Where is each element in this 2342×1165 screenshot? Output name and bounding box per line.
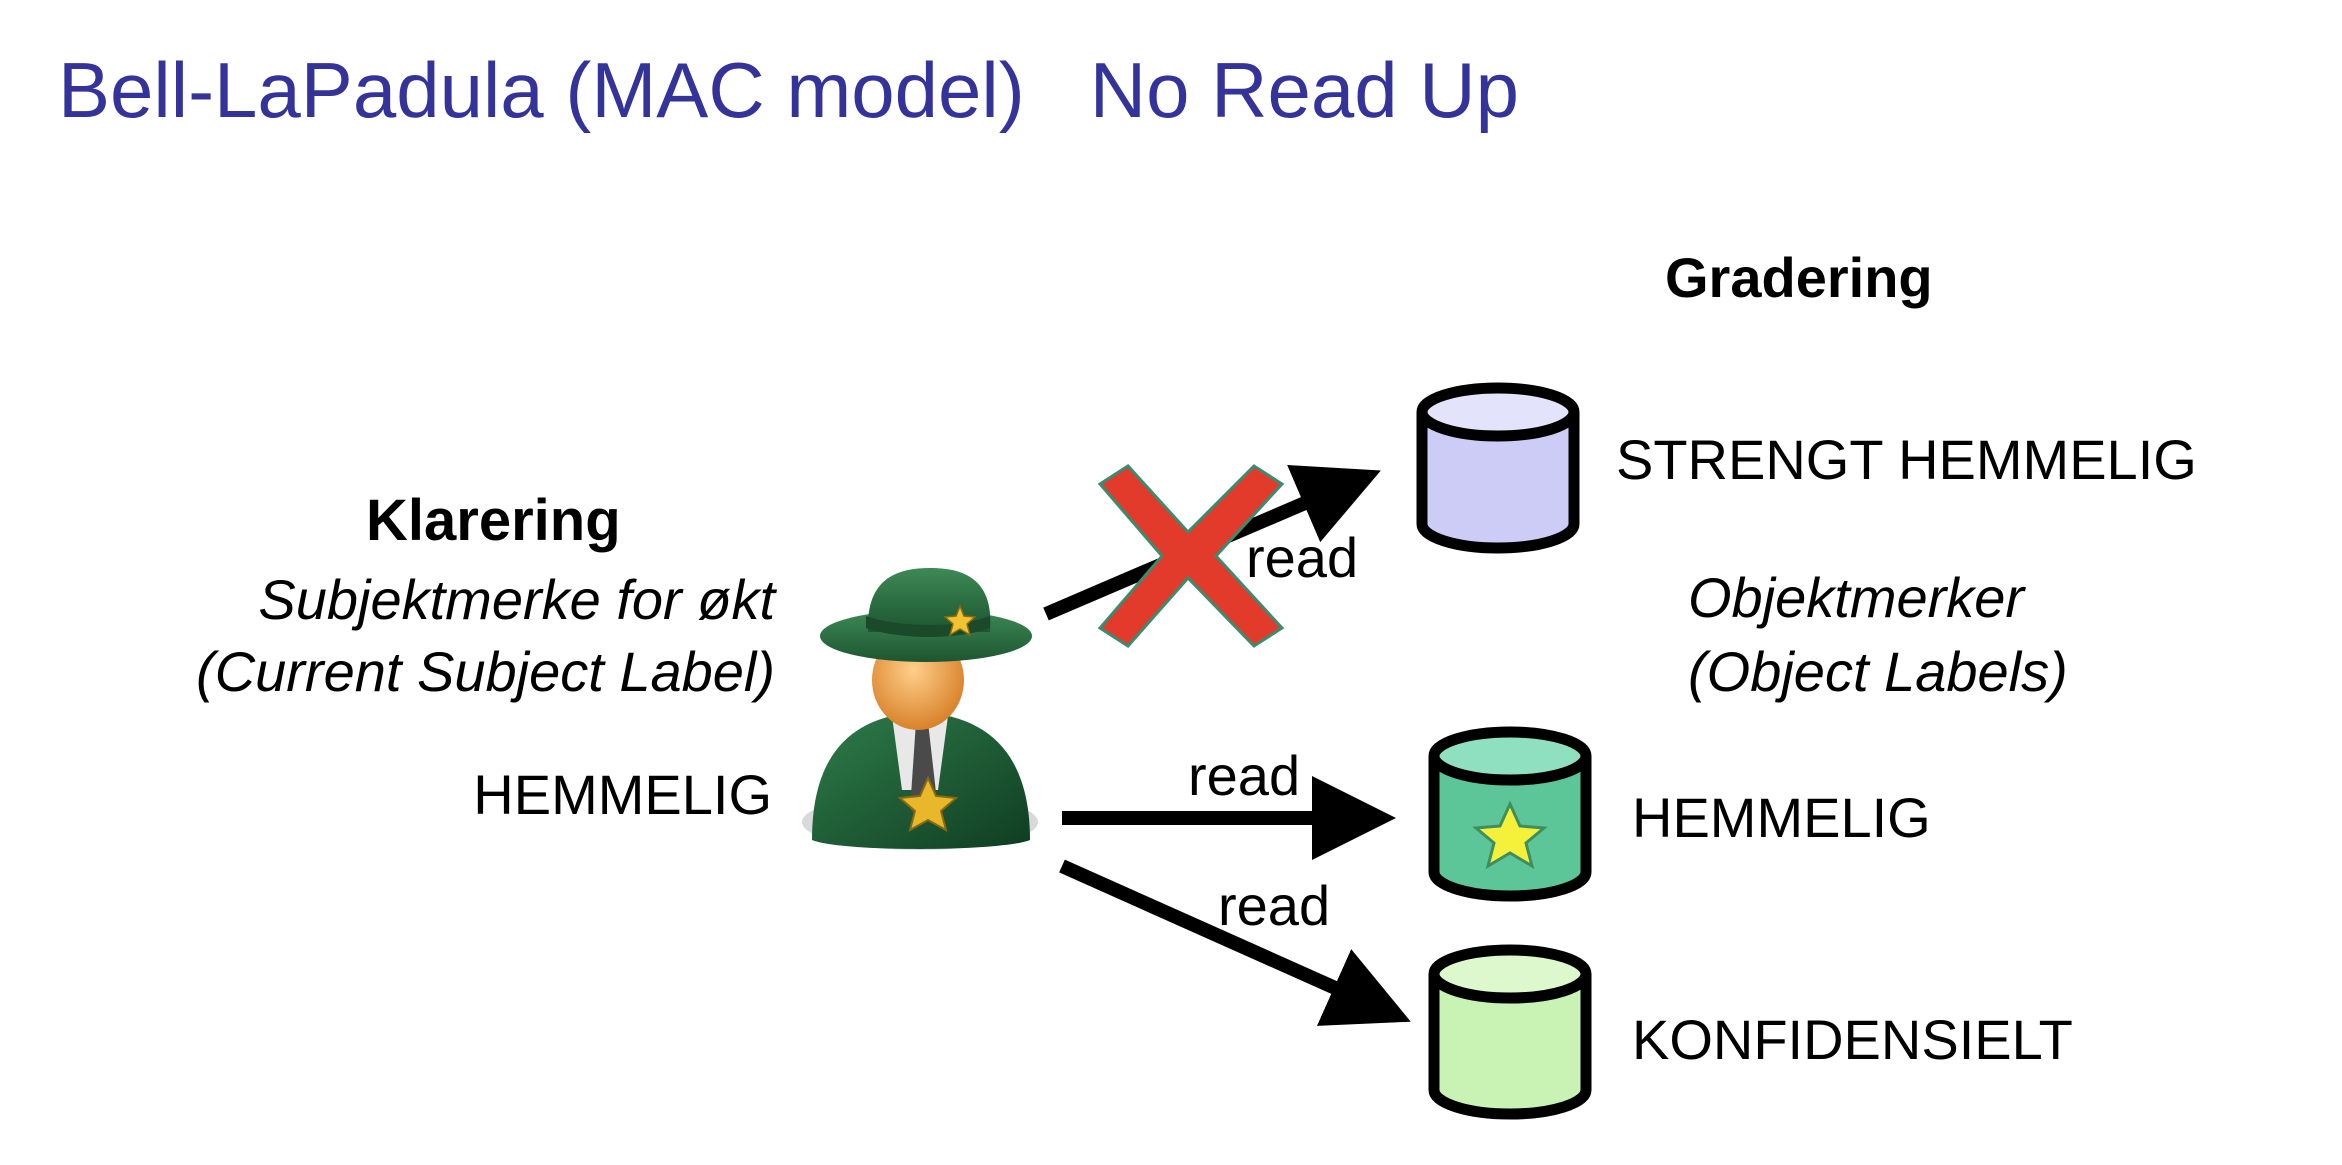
arrow-read-down: [1059, 859, 1411, 1026]
clearance-heading: Klarering: [366, 488, 621, 553]
forbidden-cross-icon: [1097, 464, 1285, 648]
database-cylinder-icon: [1416, 382, 1580, 554]
classification-heading: Gradering: [1665, 246, 1933, 309]
agent-person-icon: [802, 568, 1038, 850]
object-label-confidential: KONFIDENSIELT: [1632, 1008, 2073, 1071]
arrow-label-read-down: read: [1218, 874, 1331, 937]
star-icon: [1472, 800, 1548, 870]
object-labels-text: Objektmerker: [1688, 566, 2025, 629]
object-label-top-secret: STRENGT HEMMELIG: [1616, 428, 2197, 491]
object-labels-text-english: (Object Labels): [1688, 640, 2068, 703]
subject-clearance-level: HEMMELIG: [473, 763, 772, 826]
object-label-secret: HEMMELIG: [1632, 786, 1931, 849]
arrow-label-read-same: read: [1188, 744, 1301, 807]
subject-label-text: Subjektmerke for økt: [258, 568, 775, 631]
subject-label-text-english: (Current Subject Label): [196, 640, 775, 703]
database-cylinder-icon: [1428, 944, 1592, 1120]
slide-title: Bell-LaPadula (MAC model) No Read Up: [58, 46, 1519, 134]
database-cylinder-star-icon: [1428, 726, 1592, 902]
